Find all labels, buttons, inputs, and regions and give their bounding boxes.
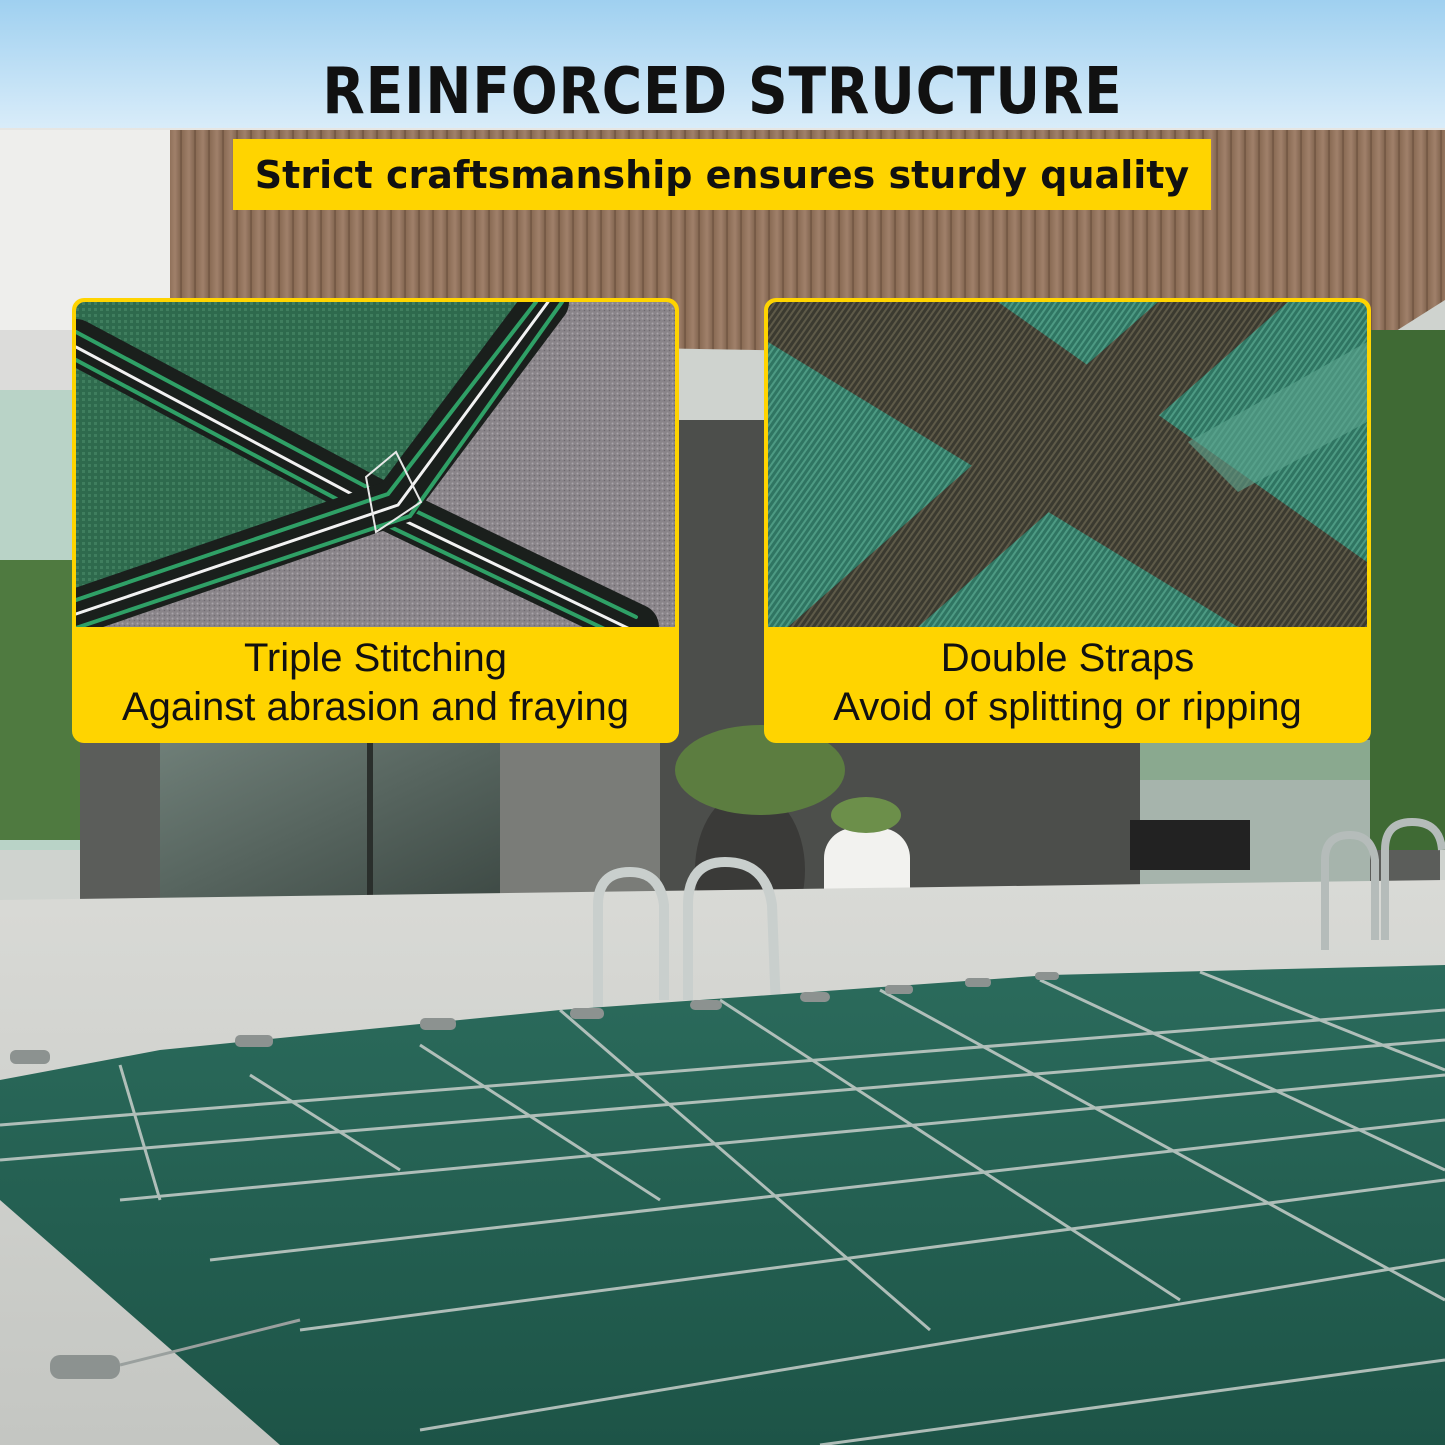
card-description: Avoid of splitting or ripping: [833, 685, 1302, 729]
subtitle-banner: Strict craftsmanship ensures sturdy qual…: [233, 139, 1211, 210]
subtitle-text: Strict craftsmanship ensures sturdy qual…: [254, 152, 1190, 197]
feature-card-triple-stitching: Triple Stitching Against abrasion and fr…: [72, 298, 679, 743]
card-description: Against abrasion and fraying: [122, 685, 629, 729]
card-caption: Triple Stitching Against abrasion and fr…: [72, 634, 679, 732]
page-title: REINFORCED STRUCTURE: [322, 55, 1123, 129]
stitching-closeup-image: [76, 302, 675, 627]
card-heading: Triple Stitching: [243, 636, 508, 680]
feature-card-double-straps: Double Straps Avoid of splitting or ripp…: [764, 298, 1371, 743]
card-heading: Double Straps: [940, 636, 1195, 680]
straps-closeup-image: [768, 302, 1367, 627]
card-caption: Double Straps Avoid of splitting or ripp…: [764, 634, 1371, 732]
